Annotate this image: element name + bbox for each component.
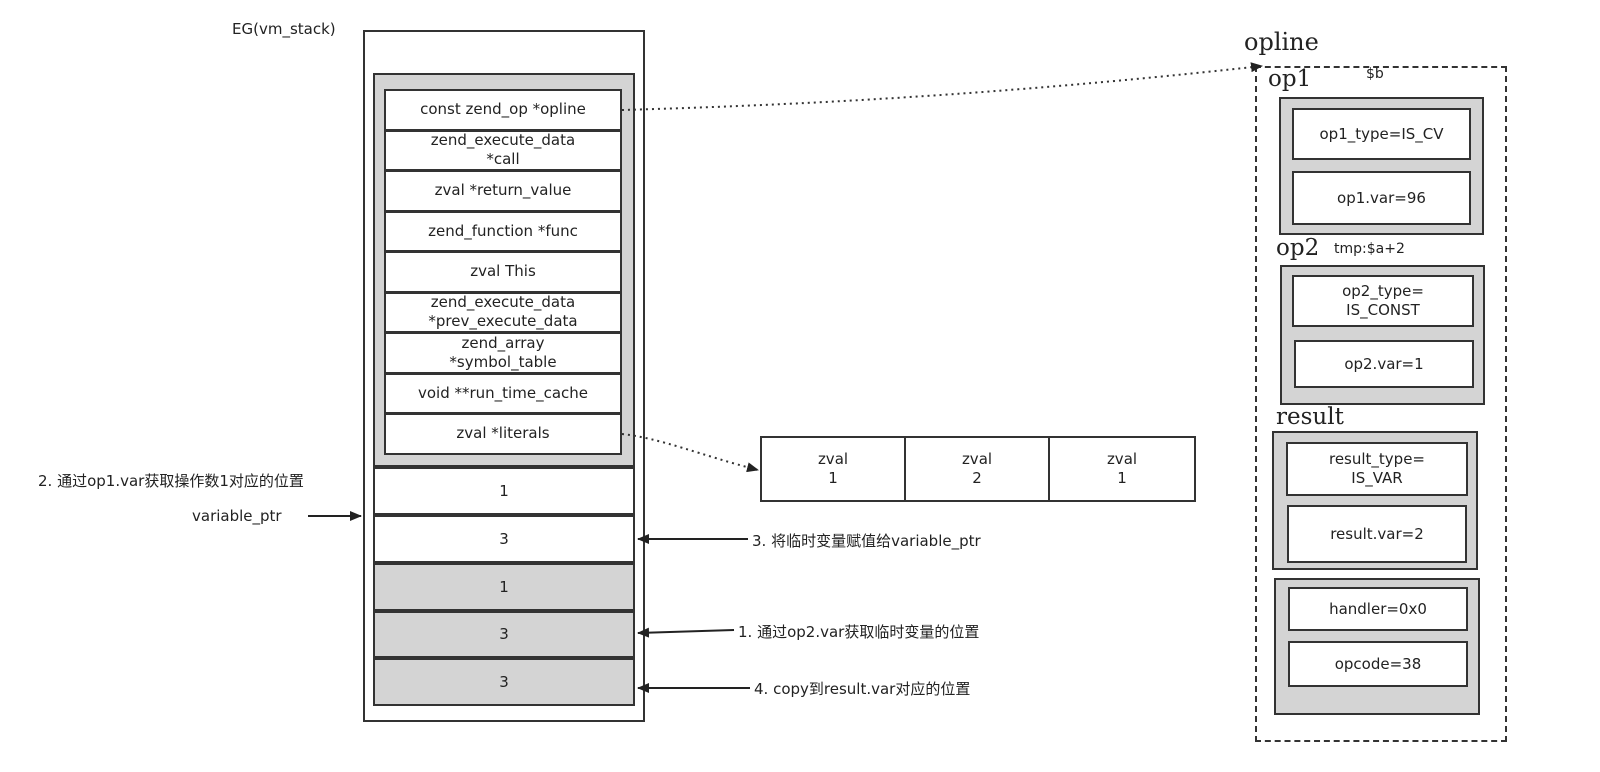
op2-note: tmp:$a+2 bbox=[1334, 241, 1405, 257]
literal-0-type: zval bbox=[817, 450, 849, 468]
frame-field-0: const zend_op *opline bbox=[384, 89, 622, 131]
step1-arrow bbox=[637, 627, 735, 638]
literal-1-type: zval bbox=[961, 450, 993, 468]
opline-pointer-arrow bbox=[621, 62, 1263, 111]
op2-var: op2.var=1 bbox=[1294, 340, 1474, 388]
frame-field-3: zend_function *func bbox=[384, 210, 622, 252]
handler-field: handler=0x0 bbox=[1288, 587, 1468, 631]
slot-cv-1: 1 bbox=[373, 467, 635, 515]
literal-0-value: 1 bbox=[828, 469, 838, 487]
opcode-field: opcode=38 bbox=[1288, 641, 1468, 687]
result-type: result_type= IS_VAR bbox=[1286, 442, 1468, 496]
annotation-step4: 4. copy到result.var对应的位置 bbox=[754, 680, 971, 698]
frame-field-8: zval *literals bbox=[384, 413, 622, 455]
opline-title: opline bbox=[1244, 28, 1319, 56]
annotation-step3: 3. 将临时变量赋值给variable_ptr bbox=[752, 532, 981, 550]
literal-2-type: zval bbox=[1106, 450, 1138, 468]
frame-field-1: zend_execute_data *call bbox=[384, 129, 622, 171]
slot-tmp-1: 1 bbox=[373, 563, 635, 611]
result-label: result bbox=[1276, 404, 1344, 430]
frame-field-6: zend_array *symbol_table bbox=[384, 332, 622, 374]
frame-field-7: void **run_time_cache bbox=[384, 372, 622, 414]
opline-panel bbox=[1255, 66, 1507, 742]
annotation-step1: 1. 通过op2.var获取临时变量的位置 bbox=[738, 623, 980, 641]
op1-note: $b bbox=[1366, 66, 1384, 82]
vm-stack-container bbox=[363, 30, 645, 722]
frame-field-4: zval This bbox=[384, 251, 622, 293]
literal-1-value: 2 bbox=[972, 469, 982, 487]
op1-type: op1_type=IS_CV bbox=[1292, 108, 1471, 160]
op2-type: op2_type= IS_CONST bbox=[1292, 275, 1474, 327]
slot-tmp-3: 3 bbox=[373, 658, 635, 706]
op2-label: op2 bbox=[1276, 235, 1320, 261]
literal-2-value: 1 bbox=[1117, 469, 1127, 487]
slot-cv-2: 3 bbox=[373, 515, 635, 563]
result-var: result.var=2 bbox=[1287, 505, 1467, 563]
op1-var: op1.var=96 bbox=[1292, 171, 1471, 225]
op1-label: op1 bbox=[1268, 66, 1312, 92]
frame-field-5: zend_execute_data *prev_execute_data bbox=[384, 291, 622, 333]
annotation-variable-ptr: variable_ptr bbox=[192, 507, 282, 525]
slot-tmp-2: 3 bbox=[373, 611, 635, 658]
annotation-step2: 2. 通过op1.var获取操作数1对应的位置 bbox=[38, 472, 304, 490]
vm-stack-title: EG(vm_stack) bbox=[232, 20, 336, 38]
frame-field-2: zval *return_value bbox=[384, 170, 622, 212]
